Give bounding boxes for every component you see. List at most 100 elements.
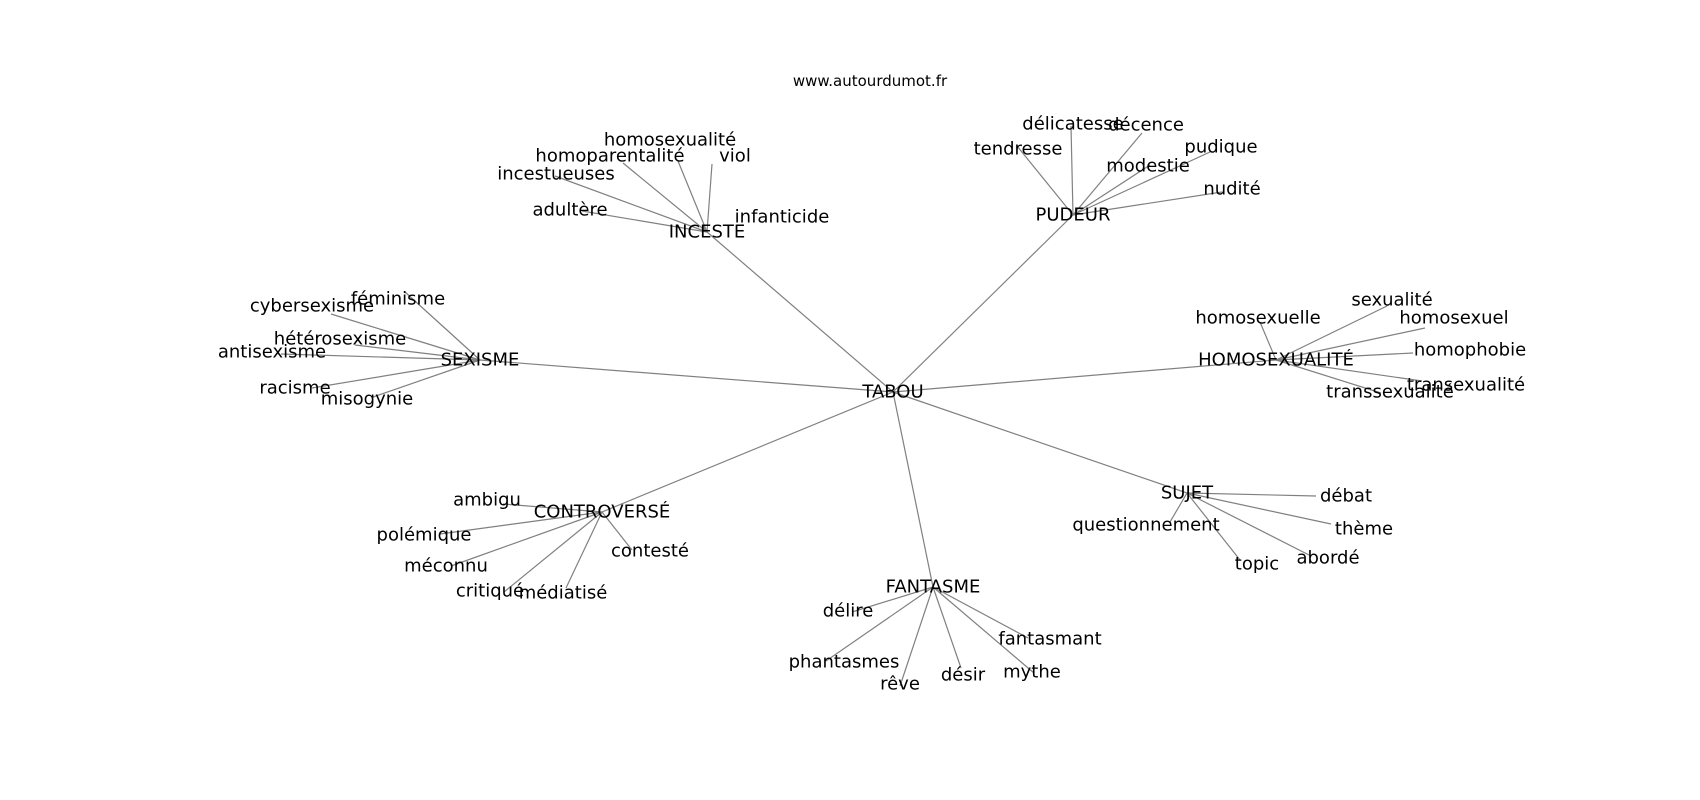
- edge-hub-to-word: [1016, 145, 1074, 216]
- site-url: www.autourdumot.fr: [792, 72, 948, 90]
- hub-node[interactable]: SEXISME: [441, 350, 520, 371]
- edge-hub-to-word: [1275, 305, 1388, 361]
- edge-hub-to-word: [1169, 492, 1188, 523]
- word-node[interactable]: féminisme: [351, 289, 445, 310]
- word-node[interactable]: thème: [1335, 519, 1393, 540]
- edge-hub-to-word: [932, 586, 1029, 639]
- word-node[interactable]: contesté: [611, 541, 689, 562]
- edge-hub-to-word: [503, 511, 603, 593]
- word-node[interactable]: topic: [1235, 554, 1279, 575]
- edge-hub-to-word: [1275, 327, 1426, 361]
- word-node[interactable]: mythe: [1003, 662, 1061, 683]
- hub-node[interactable]: HOMOSEXUALITÉ: [1198, 349, 1354, 371]
- word-node[interactable]: médiatisé: [519, 583, 608, 604]
- word-node[interactable]: cybersexisme: [250, 296, 374, 317]
- edge-hub-to-word: [1275, 352, 1414, 361]
- edge-hub-to-word: [1070, 125, 1074, 216]
- word-node[interactable]: désir: [941, 665, 986, 686]
- word-node[interactable]: fantasmant: [998, 629, 1101, 650]
- edge-hub-to-word: [1275, 359, 1382, 394]
- edge-center-to-hub: [479, 359, 894, 393]
- edge-hub-to-word: [354, 344, 481, 361]
- word-node[interactable]: critiqué: [456, 581, 524, 602]
- hub-node[interactable]: FANTASME: [886, 577, 981, 598]
- word-node[interactable]: homoparentalité: [535, 146, 684, 167]
- edge-hub-to-word: [1275, 359, 1423, 382]
- hub-node[interactable]: SUJET: [1161, 483, 1214, 504]
- edge-hub-to-word: [502, 503, 603, 513]
- center-node[interactable]: TABOU: [861, 382, 923, 403]
- word-node[interactable]: homosexuel: [1399, 308, 1508, 329]
- graph-edges: [280, 125, 1426, 687]
- edge-center-to-hub: [892, 391, 1188, 494]
- edge-center-to-hub: [601, 391, 894, 513]
- edge-hub-to-word: [565, 511, 603, 589]
- edge-hub-to-word: [702, 225, 708, 233]
- word-node[interactable]: racisme: [259, 378, 330, 399]
- word-node[interactable]: transexualité: [1407, 375, 1525, 396]
- word-node[interactable]: homosexuelle: [1195, 308, 1320, 329]
- word-node[interactable]: décence: [1108, 115, 1184, 136]
- edge-center-to-hub: [706, 231, 894, 393]
- word-node[interactable]: hétérosexisme: [274, 329, 406, 350]
- word-node[interactable]: délicatesse: [1022, 114, 1123, 135]
- hub-node[interactable]: CONTROVERSÉ: [534, 501, 671, 523]
- word-node[interactable]: sexualité: [1351, 290, 1432, 311]
- word-node[interactable]: homophobie: [1414, 340, 1526, 361]
- edge-hub-to-word: [330, 313, 481, 361]
- word-node[interactable]: questionnement: [1072, 515, 1219, 536]
- word-node[interactable]: abordé: [1296, 548, 1359, 569]
- edge-hub-to-word: [439, 511, 603, 535]
- word-node[interactable]: tendresse: [974, 139, 1063, 160]
- edge-center-to-hub: [892, 359, 1277, 393]
- word-node[interactable]: méconnu: [404, 556, 488, 577]
- edge-hub-to-word: [311, 359, 481, 389]
- edge-hub-to-word: [1186, 492, 1332, 525]
- word-node[interactable]: infanticide: [735, 207, 830, 228]
- word-node[interactable]: phantasmes: [789, 652, 900, 673]
- word-node[interactable]: antisexisme: [218, 342, 326, 363]
- word-node[interactable]: homosexualité: [604, 130, 736, 151]
- edge-hub-to-word: [1186, 492, 1317, 497]
- edge-hub-to-word: [1072, 191, 1223, 216]
- word-node[interactable]: modestie: [1106, 156, 1190, 177]
- word-node[interactable]: polémique: [377, 525, 472, 546]
- graph-labels: TABOU INCESTE homosexualitéhomoparentalité…: [218, 114, 1526, 695]
- edge-hub-to-word: [372, 359, 481, 398]
- word-node[interactable]: viol: [719, 146, 751, 167]
- word-node[interactable]: transsexualité: [1326, 382, 1454, 403]
- edge-hub-to-word: [404, 291, 481, 361]
- edge-hub-to-word: [1072, 132, 1143, 216]
- word-node[interactable]: débat: [1320, 486, 1372, 507]
- word-node[interactable]: délire: [823, 601, 874, 622]
- edge-hub-to-word: [899, 586, 934, 687]
- edge-hub-to-word: [851, 586, 934, 613]
- edge-hub-to-word: [932, 586, 962, 669]
- edge-hub-to-word: [1259, 321, 1277, 361]
- edge-hub-to-word: [706, 163, 713, 233]
- edge-hub-to-word: [1072, 164, 1151, 216]
- edge-center-to-hub: [892, 391, 934, 588]
- edge-hub-to-word: [554, 175, 708, 233]
- edge-hub-to-word: [932, 586, 1035, 674]
- word-node[interactable]: adultère: [532, 200, 607, 221]
- word-node[interactable]: pudique: [1184, 137, 1257, 158]
- edge-hub-to-word: [825, 586, 934, 662]
- edge-hub-to-word: [677, 160, 708, 233]
- edge-hub-to-word: [622, 162, 708, 233]
- word-node[interactable]: ambigu: [453, 490, 521, 511]
- edge-hub-to-word: [1186, 492, 1310, 556]
- hub-node[interactable]: PUDEUR: [1036, 205, 1111, 226]
- edge-hub-to-word: [450, 511, 603, 567]
- word-node[interactable]: nudité: [1203, 179, 1260, 200]
- edge-hub-to-word: [280, 353, 481, 361]
- edge-hub-to-word: [601, 511, 633, 551]
- word-node[interactable]: incestueuses: [497, 164, 615, 185]
- edge-hub-to-word: [1186, 492, 1241, 561]
- edge-hub-to-word: [1072, 151, 1211, 216]
- hub-node[interactable]: INCESTE: [669, 222, 746, 243]
- word-node[interactable]: rêve: [880, 674, 920, 695]
- edge-hub-to-word: [581, 210, 708, 233]
- word-node[interactable]: misogynie: [321, 389, 414, 410]
